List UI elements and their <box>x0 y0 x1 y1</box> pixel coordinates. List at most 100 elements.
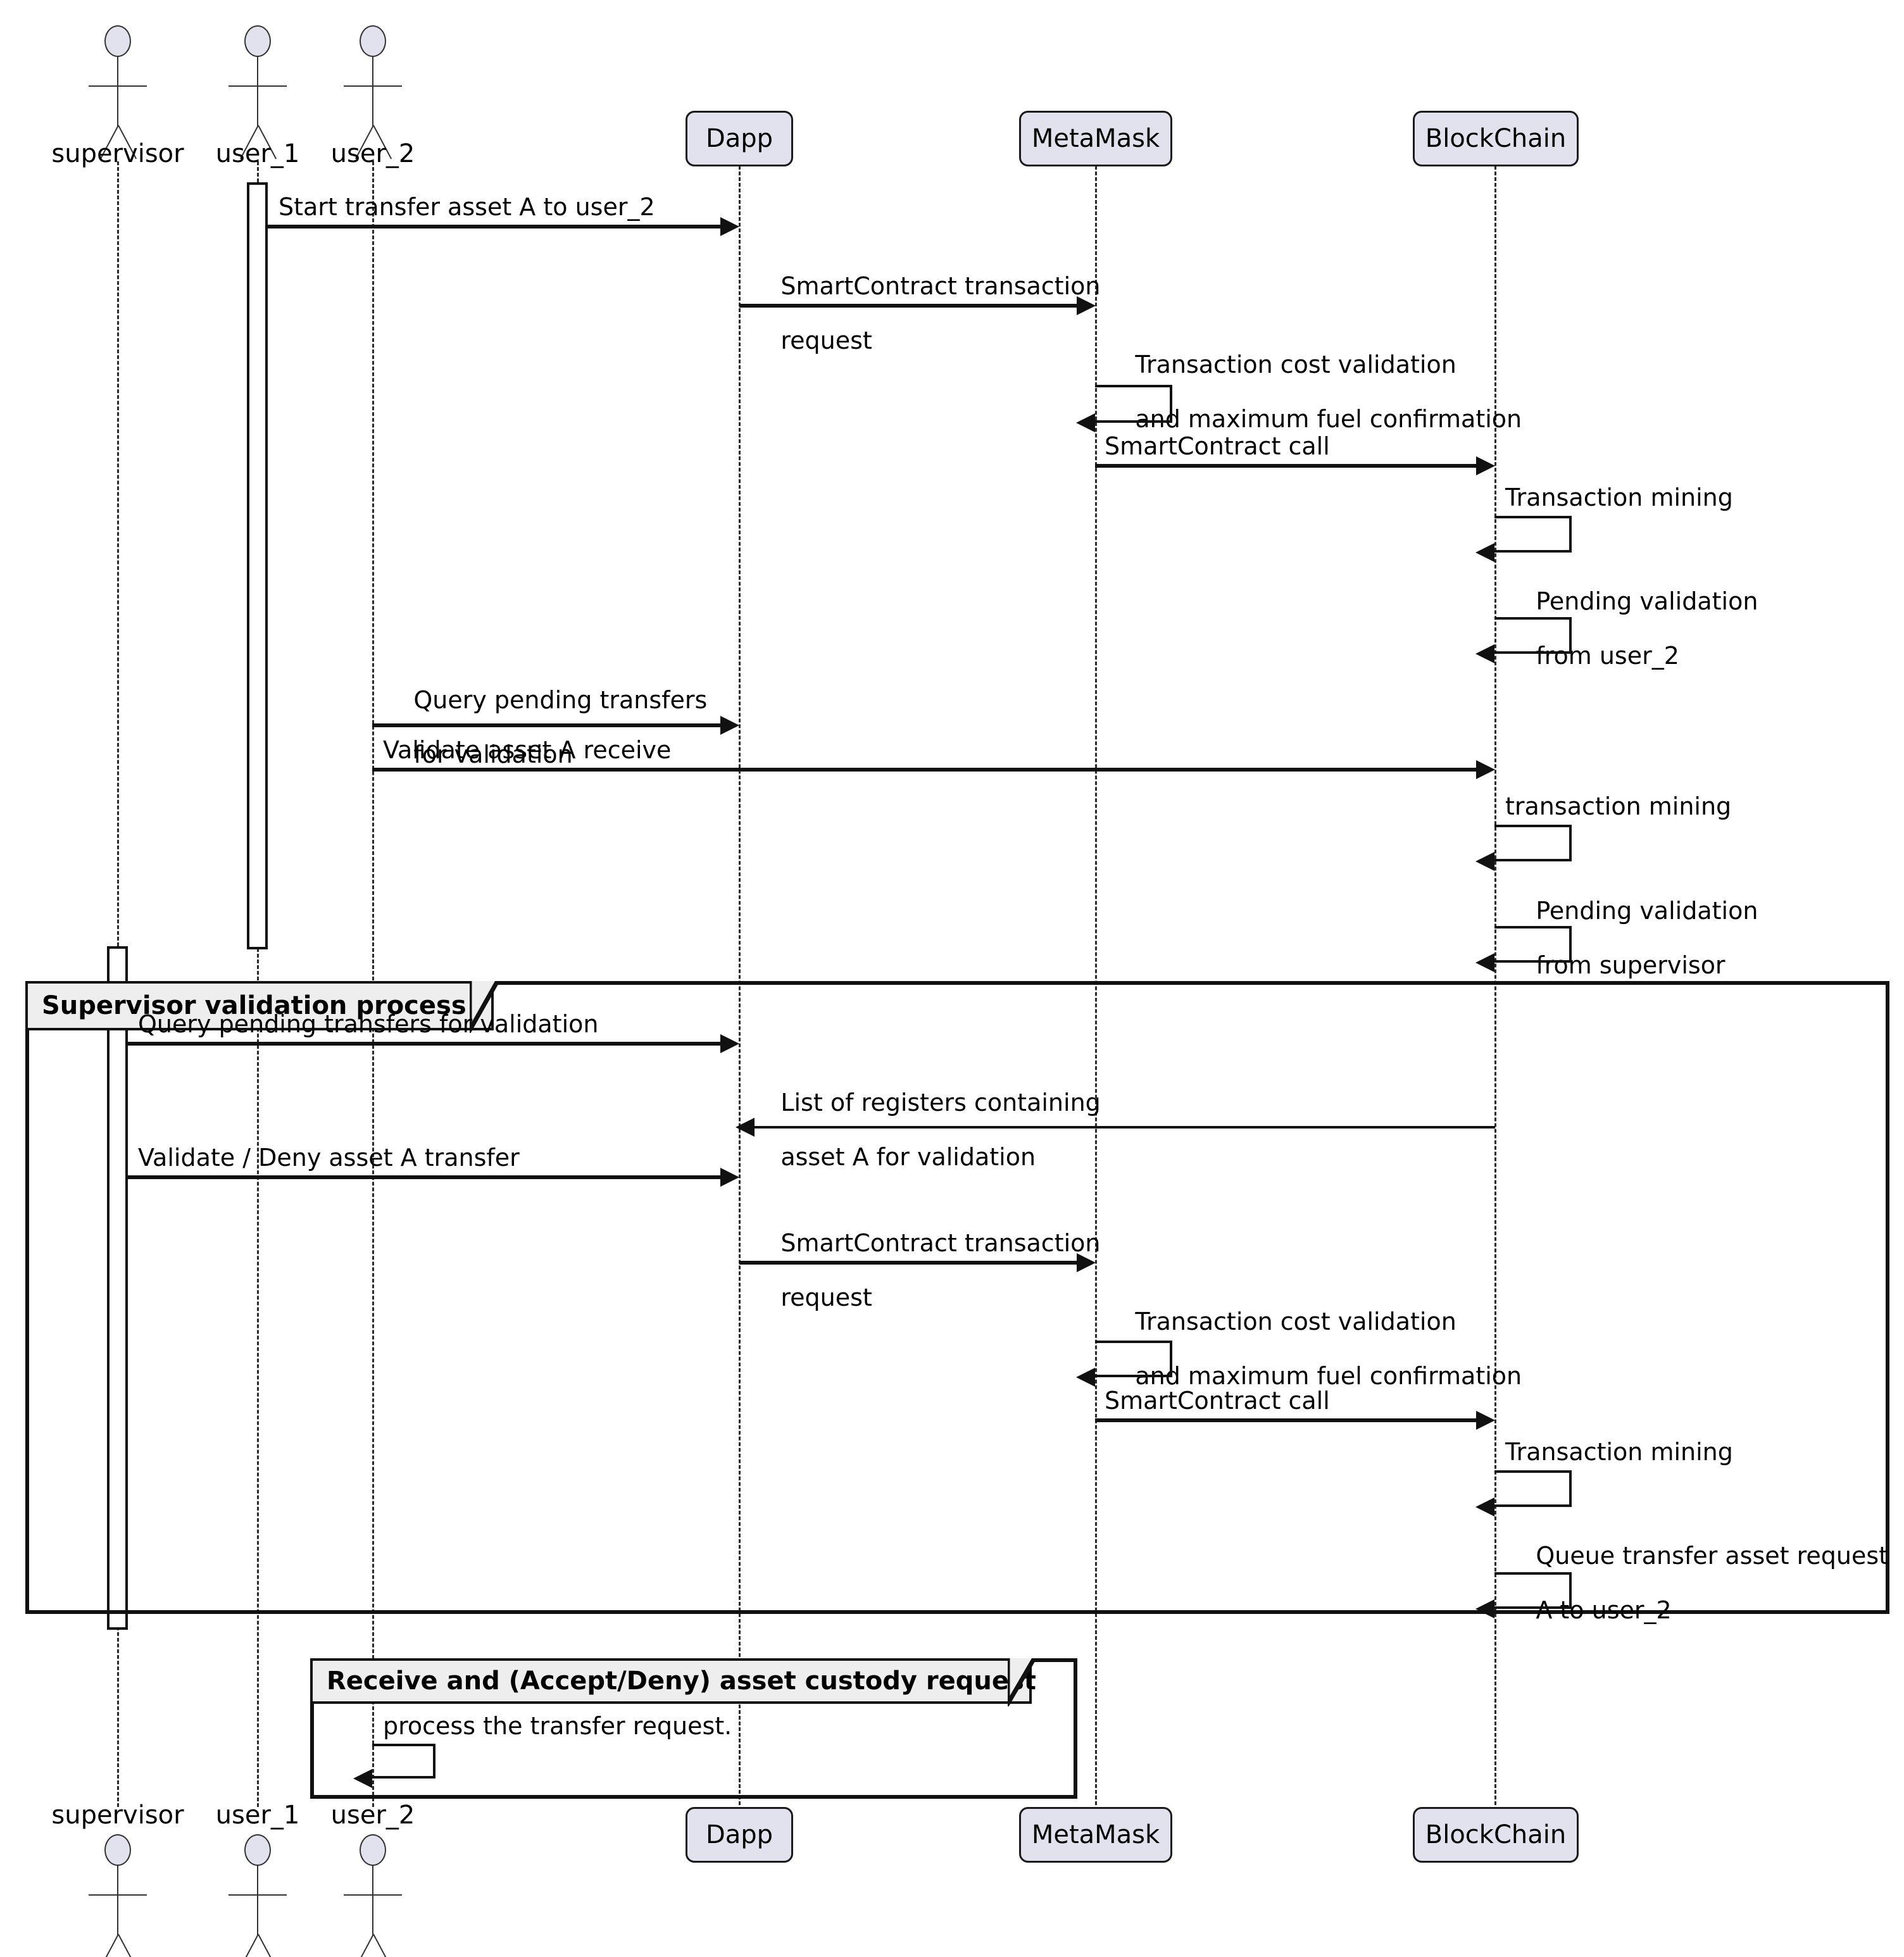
actor-arms-icon <box>229 85 287 87</box>
actor-label-supervisor-bottom: supervisor <box>51 1801 184 1830</box>
actor-head-icon <box>360 25 386 57</box>
self-call-loop-17 <box>1494 1470 1572 1507</box>
actor-head-icon <box>244 1834 271 1866</box>
actor-arms-icon <box>89 85 147 87</box>
self-call-loop-5 <box>1494 516 1572 553</box>
actor-leg-left-icon <box>354 1934 374 1957</box>
message-arrow-16 <box>1095 1418 1476 1422</box>
arrowhead-right-icon <box>720 1034 739 1053</box>
fragment-header-receive-custody-request: Receive and (Accept/Deny) asset custody … <box>310 1658 1036 1704</box>
arrowhead-left-icon <box>1475 953 1494 972</box>
participant-blockchain-top[interactable]: BlockChain <box>1413 111 1579 166</box>
message-label-14: SmartContract transaction request <box>750 1203 1100 1339</box>
participant-label-blockchain: BlockChain <box>1425 124 1567 153</box>
self-call-loop-3 <box>1095 385 1172 423</box>
self-call-loop-18 <box>1494 1572 1572 1609</box>
message-arrow-12 <box>755 1126 1495 1129</box>
participant-label-blockchain: BlockChain <box>1425 1820 1567 1849</box>
participant-label-dapp: Dapp <box>705 124 774 153</box>
actor-body-icon <box>257 57 258 127</box>
message-line-1: Query pending transfers <box>413 685 708 714</box>
arrowhead-left-icon <box>1475 543 1494 562</box>
message-label-12: List of registers containing asset A for… <box>750 1062 1101 1198</box>
message-label-16: SmartContract call <box>1105 1387 1330 1415</box>
message-arrow-13 <box>127 1175 720 1179</box>
message-line-2: asset A for validation <box>780 1142 1036 1171</box>
message-arrow-8 <box>372 768 1476 772</box>
message-line-1: Transaction cost validation <box>1135 350 1456 378</box>
self-call-loop-15 <box>1095 1341 1172 1377</box>
message-line-2: for validation <box>413 740 573 768</box>
arrowhead-right-icon <box>1476 456 1495 475</box>
message-label-19: process the transfer request. <box>383 1712 732 1740</box>
fragment-title-receive-custody-request: Receive and (Accept/Deny) asset custody … <box>327 1666 1036 1696</box>
message-line-1: Transaction cost validation <box>1135 1307 1456 1335</box>
actor-arms-icon <box>344 85 402 87</box>
message-label-10: Pending validation from supervisor <box>1505 870 1758 1006</box>
message-label-8: Validate asset A receive <box>383 736 672 764</box>
fragment-title-supervisor-validation: Supervisor validation process <box>42 991 467 1020</box>
actor-user-2-top <box>344 25 402 159</box>
message-line-1: SmartContract transaction <box>780 272 1101 300</box>
actor-leg-left-icon <box>99 1934 119 1957</box>
arrowhead-left-icon <box>1475 852 1494 871</box>
message-line-1: List of registers containing <box>780 1088 1101 1116</box>
self-call-loop-10 <box>1494 926 1572 963</box>
actor-body-icon <box>117 1866 118 1935</box>
actor-arms-icon <box>344 1894 402 1896</box>
lifeline-blockchain <box>1494 166 1496 1805</box>
lifeline-metamask <box>1095 166 1097 1805</box>
actor-leg-right-icon <box>373 1934 392 1957</box>
message-label-9: transaction mining <box>1505 792 1732 820</box>
actor-label-supervisor-top: supervisor <box>51 139 184 168</box>
participant-label-metamask: MetaMask <box>1031 1820 1160 1849</box>
message-line-2: and maximum fuel confirmation <box>1135 404 1522 433</box>
activation-bar-user-1 <box>247 182 268 949</box>
arrowhead-right-icon <box>1077 1253 1096 1272</box>
arrowhead-left-icon <box>736 1118 755 1137</box>
message-label-17: Transaction mining <box>1505 1438 1733 1466</box>
fragment-tab-corner-icon <box>1008 1658 1037 1706</box>
actor-user-2-bottom <box>344 1834 402 1957</box>
actor-leg-right-icon <box>258 1934 277 1957</box>
actor-arms-icon <box>229 1894 287 1896</box>
message-label-1: Start transfer asset A to user_2 <box>279 193 655 221</box>
actor-body-icon <box>372 1866 373 1935</box>
participant-metamask-bottom[interactable]: MetaMask <box>1019 1807 1172 1863</box>
message-line-2: and maximum fuel confirmation <box>1135 1361 1522 1390</box>
message-line-1: Pending validation <box>1536 587 1758 615</box>
activation-bar-supervisor <box>107 946 128 1630</box>
message-label-11: Query pending transfers for validation <box>138 1010 599 1038</box>
actor-user-1-top <box>229 25 287 159</box>
actor-leg-left-icon <box>239 1934 259 1957</box>
message-line-1: Queue transfer asset request <box>1536 1541 1889 1570</box>
arrowhead-right-icon <box>720 1168 739 1187</box>
arrowhead-right-icon <box>720 217 739 236</box>
participant-metamask-top[interactable]: MetaMask <box>1019 111 1172 166</box>
message-label-13: Validate / Deny asset A transfer <box>138 1144 520 1172</box>
actor-label-user-2-top: user_2 <box>330 139 415 168</box>
message-label-2: SmartContract transaction request <box>750 246 1100 382</box>
actor-head-icon <box>104 25 131 57</box>
actor-label-user-1-top: user_1 <box>215 139 300 168</box>
participant-blockchain-bottom[interactable]: BlockChain <box>1413 1807 1579 1863</box>
fragment-header-supervisor-validation: Supervisor validation process <box>25 981 494 1030</box>
participant-dapp-top[interactable]: Dapp <box>686 111 793 166</box>
message-line-1: Pending validation <box>1536 896 1758 925</box>
message-label-4: SmartContract call <box>1105 432 1330 460</box>
message-line-2: from user_2 <box>1536 641 1679 670</box>
arrowhead-right-icon <box>1476 760 1495 779</box>
message-line-2: from supervisor <box>1536 951 1726 979</box>
actor-head-icon <box>244 25 271 57</box>
actor-body-icon <box>372 57 373 127</box>
actor-leg-right-icon <box>118 1934 137 1957</box>
self-call-loop-9 <box>1494 825 1572 861</box>
actor-body-icon <box>117 57 118 127</box>
actor-arms-icon <box>89 1894 147 1896</box>
fragment-tab-corner-icon <box>470 981 500 1033</box>
message-arrow-2 <box>739 304 1077 308</box>
message-arrow-4 <box>1095 464 1476 468</box>
message-label-5: Transaction mining <box>1505 484 1733 511</box>
participant-dapp-bottom[interactable]: Dapp <box>686 1807 793 1863</box>
